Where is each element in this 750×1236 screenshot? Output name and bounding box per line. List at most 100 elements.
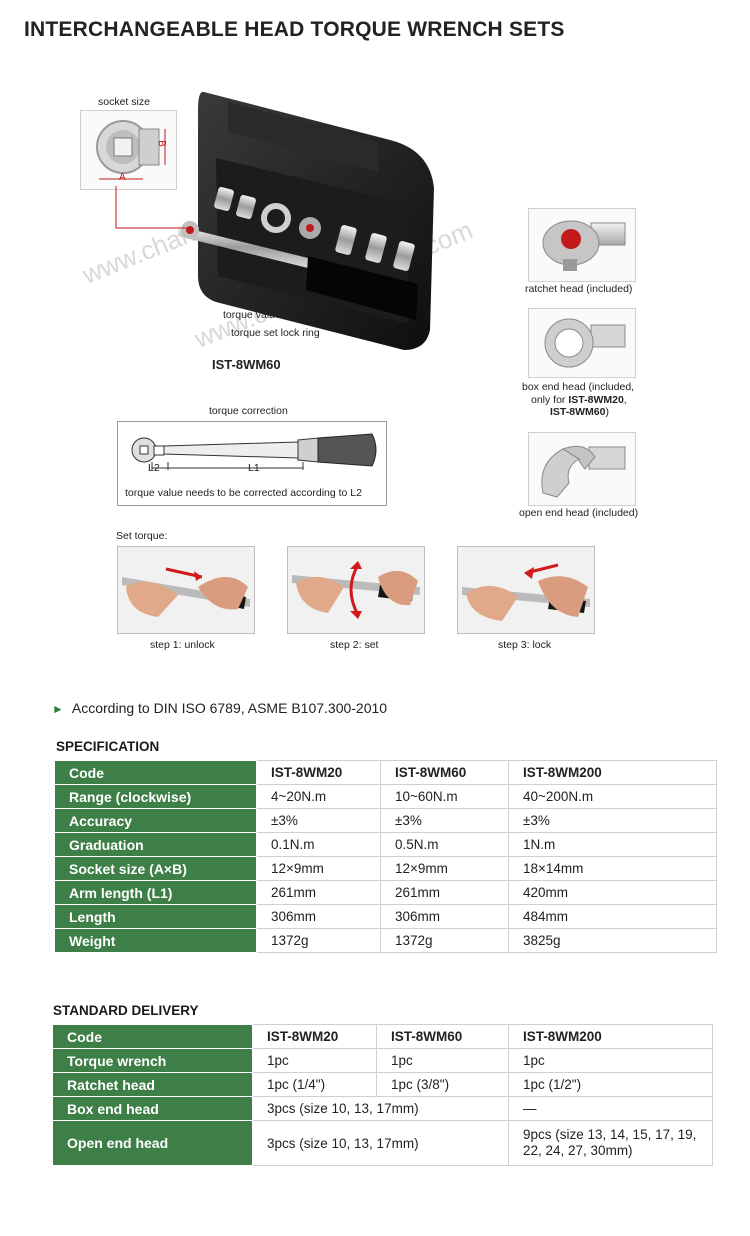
- delivery-table: Code IST-8WM20 IST-8WM60 IST-8WM200 Torq…: [52, 1024, 713, 1166]
- table-cell: ±3%: [508, 808, 717, 833]
- table-cell: 261mm: [256, 880, 381, 905]
- header-cell: IST-8WM60: [380, 760, 509, 785]
- table-cell: 40~200N.m: [508, 784, 717, 809]
- correction-note: torque value needs to be corrected accor…: [125, 487, 362, 499]
- row-label: Graduation: [54, 832, 257, 857]
- table-cell: ±3%: [256, 808, 381, 833]
- standard-note: ► According to DIN ISO 6789, ASME B107.30…: [52, 700, 387, 716]
- table-cell: 420mm: [508, 880, 717, 905]
- row-label: Socket size (A×B): [54, 856, 257, 881]
- table-row: Length 306mm 306mm 484mm: [54, 904, 717, 929]
- open-end-head-caption: open end head (included): [519, 507, 639, 519]
- row-label: Open end head: [52, 1120, 253, 1166]
- torque-value-label: torque value: [223, 309, 281, 321]
- l1-label: L1: [248, 462, 260, 474]
- header-cell: IST-8WM60: [376, 1024, 509, 1049]
- box-end-caption-line2: only for IST-8WM20,: [531, 394, 627, 406]
- table-cell: 0.5N.m: [380, 832, 509, 857]
- standard-note-text: According to DIN ISO 6789, ASME B107.300…: [71, 700, 388, 716]
- table-cell: 1pc (1/4"): [252, 1072, 377, 1097]
- lock-ring-label: torque set lock ring: [231, 327, 320, 339]
- table-cell: 4~20N.m: [256, 784, 381, 809]
- table-header-row: Code IST-8WM20 IST-8WM60 IST-8WM200: [54, 760, 717, 785]
- box-end-caption-comma: ,: [623, 394, 627, 406]
- step-1-caption: step 1: unlock: [150, 639, 215, 651]
- step-3-caption: step 3: lock: [498, 639, 552, 651]
- table-row: Torque wrench 1pc 1pc 1pc: [52, 1048, 713, 1073]
- table-row: Graduation 0.1N.m 0.5N.m 1N.m: [54, 832, 717, 857]
- l2-label: L2: [148, 462, 160, 474]
- delivery-heading: STANDARD DELIVERY: [53, 1003, 199, 1018]
- row-label: Accuracy: [54, 808, 257, 833]
- step-1-image: [117, 546, 255, 634]
- table-cell: 3pcs (size 10, 13, 17mm): [252, 1120, 509, 1166]
- table-cell: 1pc: [376, 1048, 509, 1073]
- row-label: Arm length (L1): [54, 880, 257, 905]
- table-cell: 261mm: [380, 880, 509, 905]
- box-end-caption-line3: IST-8WM60): [550, 406, 609, 418]
- table-cell: 484mm: [508, 904, 717, 929]
- table-cell: 10~60N.m: [380, 784, 509, 809]
- table-row: Open end head 3pcs (size 10, 13, 17mm) 9…: [52, 1120, 713, 1166]
- table-header-row: Code IST-8WM20 IST-8WM60 IST-8WM200: [52, 1024, 713, 1049]
- table-cell: 1pc: [508, 1048, 713, 1073]
- table-cell: ±3%: [380, 808, 509, 833]
- page-title: INTERCHANGEABLE HEAD TORQUE WRENCH SETS: [24, 18, 565, 41]
- table-row: Accuracy ±3% ±3% ±3%: [54, 808, 717, 833]
- table-row: Ratchet head 1pc (1/4") 1pc (3/8") 1pc (…: [52, 1072, 713, 1097]
- header-cell: IST-8WM200: [508, 760, 717, 785]
- box-end-caption-prefix: only for: [531, 394, 569, 406]
- specification-heading: SPECIFICATION: [56, 739, 160, 754]
- header-cell: Code: [52, 1024, 253, 1049]
- socket-pointer-line: [115, 186, 190, 229]
- table-row: Box end head 3pcs (size 10, 13, 17mm) —: [52, 1096, 713, 1121]
- open-end-head-image: [528, 432, 636, 506]
- kit-model-label: IST-8WM60: [212, 357, 281, 372]
- specification-table: Code IST-8WM20 IST-8WM60 IST-8WM200 Rang…: [54, 760, 717, 953]
- table-row: Socket size (A×B) 12×9mm 12×9mm 18×14mm: [54, 856, 717, 881]
- table-cell: —: [508, 1096, 713, 1121]
- header-cell: IST-8WM20: [252, 1024, 377, 1049]
- ratchet-head-caption: ratchet head (included): [525, 283, 633, 295]
- torque-correction-diagram: [117, 421, 387, 506]
- dimension-b-label: B: [155, 140, 167, 147]
- box-end-caption-line1: box end head (included,: [522, 381, 635, 393]
- torque-correction-title: torque correction: [209, 405, 288, 417]
- socket-size-label: socket size: [98, 96, 150, 108]
- set-torque-label: Set torque:: [116, 530, 168, 542]
- row-label: Torque wrench: [52, 1048, 253, 1073]
- row-label: Weight: [54, 928, 257, 953]
- box-end-head-image: [528, 308, 636, 378]
- step-3-image: [457, 546, 595, 634]
- table-cell: 1372g: [380, 928, 509, 953]
- row-label: Ratchet head: [52, 1072, 253, 1097]
- box-end-model-2: IST-8WM60: [550, 406, 606, 418]
- bullet-triangle-icon: ►: [52, 702, 64, 716]
- table-row: Arm length (L1) 261mm 261mm 420mm: [54, 880, 717, 905]
- table-cell: 18×14mm: [508, 856, 717, 881]
- torque-wrench-case-image: [168, 88, 440, 356]
- table-cell: 1pc (3/8"): [376, 1072, 509, 1097]
- table-cell: 1pc (1/2"): [508, 1072, 713, 1097]
- table-cell: 12×9mm: [380, 856, 509, 881]
- row-label: Range (clockwise): [54, 784, 257, 809]
- ratchet-head-image: [528, 208, 636, 282]
- table-cell: 9pcs (size 13, 14, 15, 17, 19, 22, 24, 2…: [508, 1120, 713, 1166]
- table-cell: 0.1N.m: [256, 832, 381, 857]
- header-cell: Code: [54, 760, 257, 785]
- box-end-caption-close: ): [605, 406, 609, 418]
- table-cell: 12×9mm: [256, 856, 381, 881]
- table-cell: 3825g: [508, 928, 717, 953]
- dimension-a-label: A: [119, 172, 126, 183]
- table-cell: 1N.m: [508, 832, 717, 857]
- socket-size-image: [80, 110, 177, 190]
- step-2-image: [287, 546, 425, 634]
- table-row: Range (clockwise) 4~20N.m 10~60N.m 40~20…: [54, 784, 717, 809]
- table-cell: 306mm: [256, 904, 381, 929]
- header-cell: IST-8WM20: [256, 760, 381, 785]
- table-cell: 1pc: [252, 1048, 377, 1073]
- table-row: Weight 1372g 1372g 3825g: [54, 928, 717, 953]
- table-cell: 306mm: [380, 904, 509, 929]
- step-2-caption: step 2: set: [330, 639, 379, 651]
- table-cell: 1372g: [256, 928, 381, 953]
